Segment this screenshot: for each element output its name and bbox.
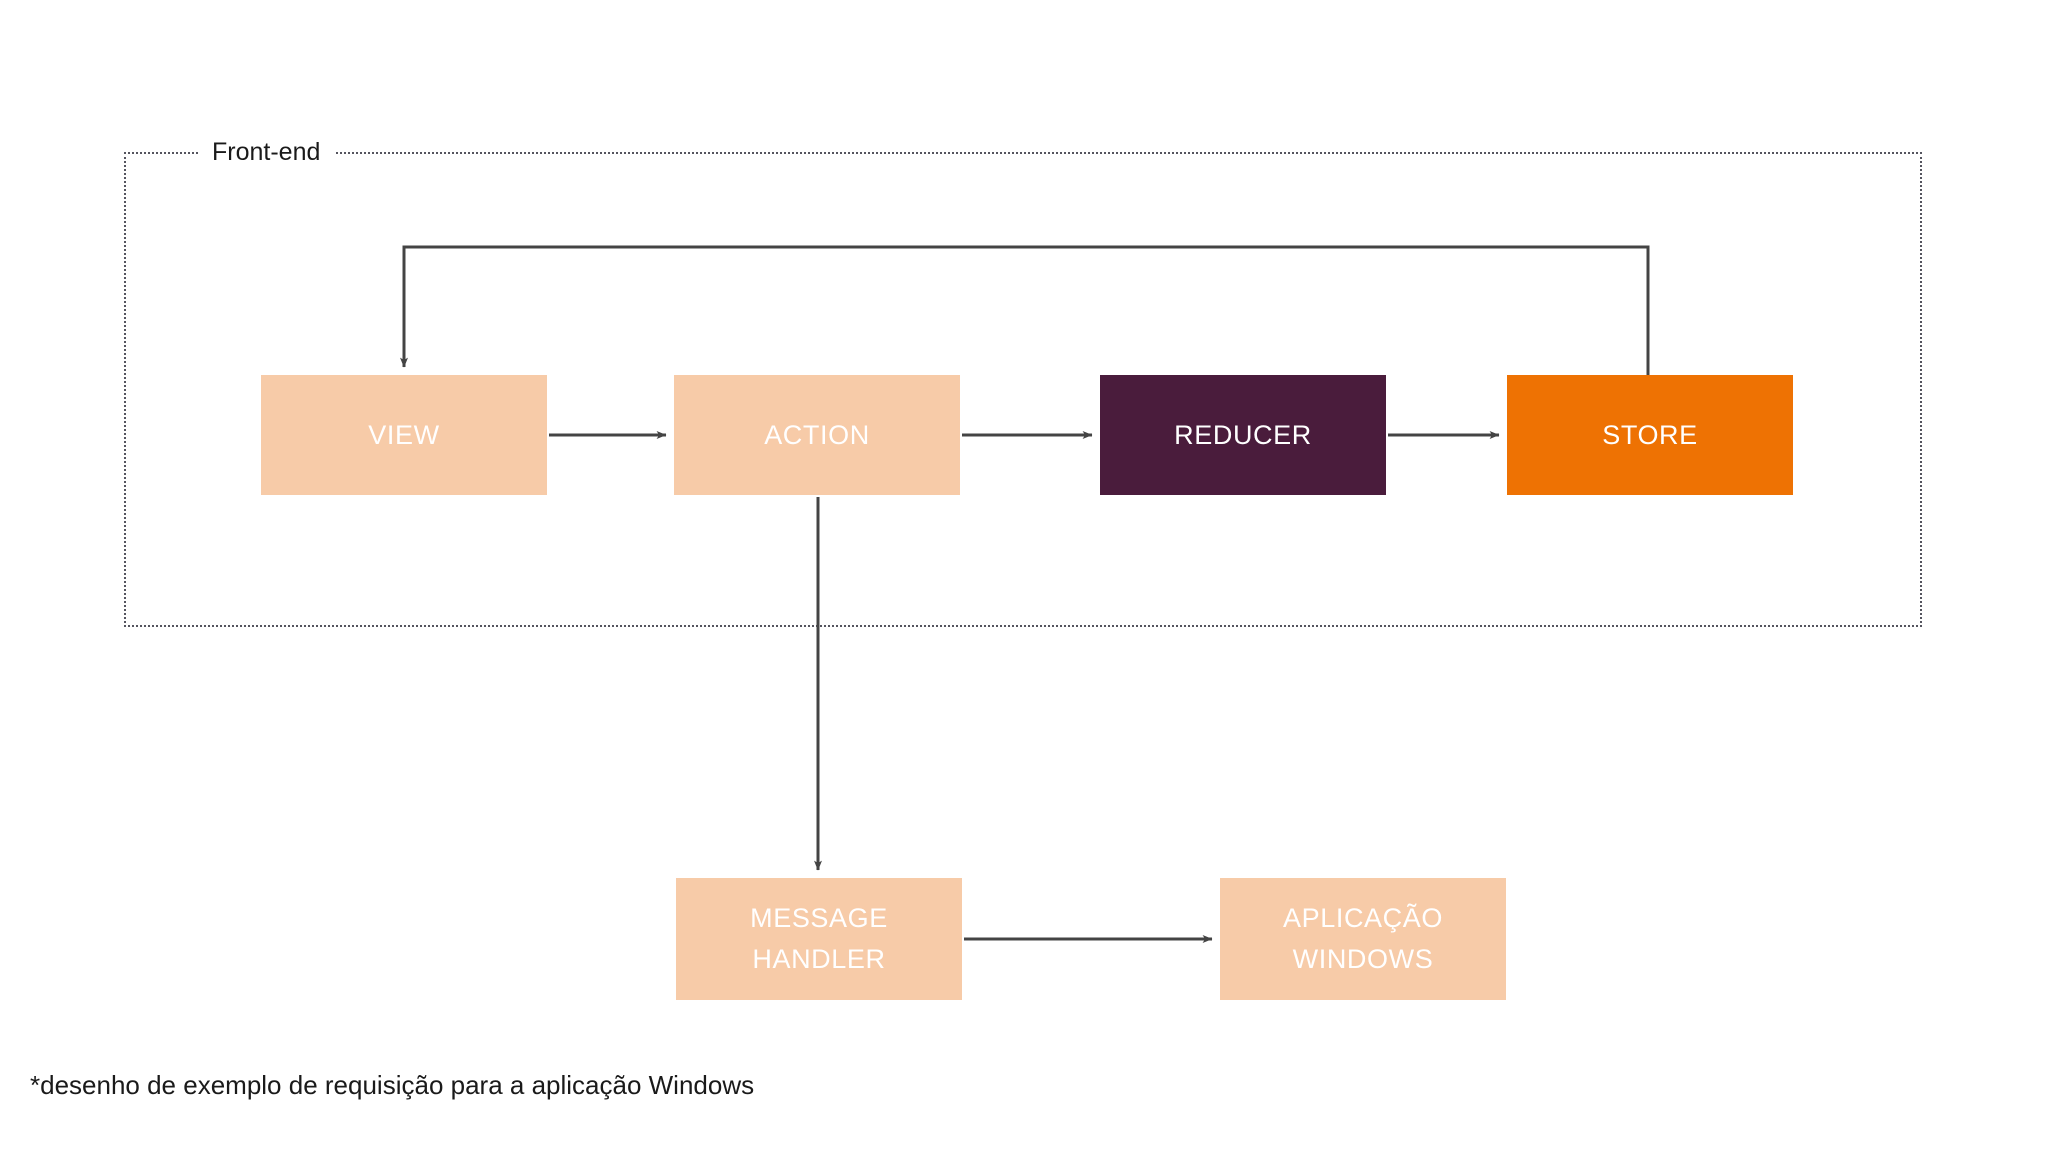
node-view-label: VIEW [368, 419, 440, 450]
node-action[interactable]: ACTION [674, 375, 960, 495]
node-aplicacao-windows-label: APLICAÇÃO WINDOWS [1283, 903, 1443, 974]
diagram-caption: *desenho de exemplo de requisição para a… [30, 1070, 755, 1100]
node-action-label: ACTION [764, 419, 870, 450]
node-reducer-label: REDUCER [1174, 419, 1312, 450]
front-end-group-container [124, 152, 1922, 627]
node-store-label: STORE [1602, 419, 1698, 450]
node-aplicacao-windows[interactable]: APLICAÇÃO WINDOWS [1220, 878, 1506, 1000]
node-view[interactable]: VIEW [261, 375, 547, 495]
node-store[interactable]: STORE [1507, 375, 1793, 495]
node-reducer[interactable]: REDUCER [1100, 375, 1386, 495]
front-end-group-label: Front-end [198, 136, 335, 168]
node-message-handler-label: MESSAGE HANDLER [750, 903, 888, 974]
node-message-handler[interactable]: MESSAGE HANDLER [676, 878, 962, 1000]
